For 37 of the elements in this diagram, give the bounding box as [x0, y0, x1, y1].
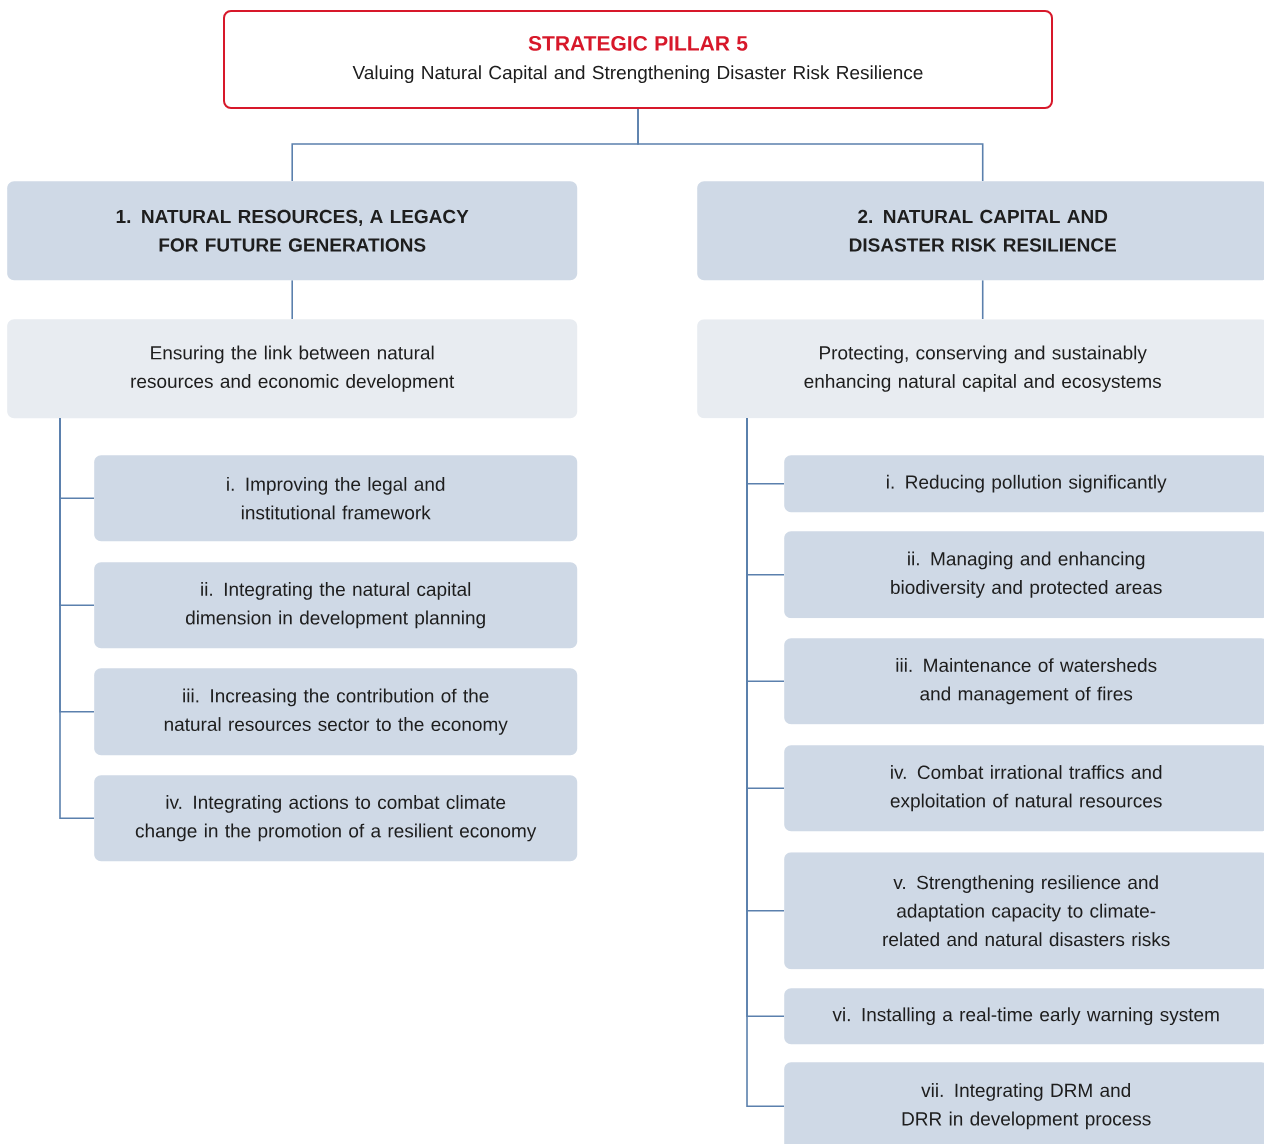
action-box — [94, 455, 578, 542]
action-box — [784, 531, 1264, 619]
connector-line — [637, 108, 984, 182]
heading-box — [7, 181, 578, 281]
node-label: ii. Managing and enhancing biodiversity and protected areas — [891, 551, 1162, 598]
node-label: v. Strengthening resilience and adaptation capacity to climate-related and natural disasters risks — [883, 875, 1170, 947]
node-label: Protecting, conserving and sustainably enhancing natural capital and ecosystems — [804, 345, 1161, 392]
action-box — [784, 455, 1264, 513]
action-box — [784, 745, 1264, 832]
heading-box — [697, 181, 1264, 281]
action-box — [784, 638, 1264, 725]
action-box — [94, 775, 578, 862]
action-box — [784, 988, 1264, 1045]
connector-line — [981, 279, 984, 320]
objective-box — [697, 319, 1264, 419]
action-box — [784, 1062, 1264, 1144]
node-label: i. Improving the legal and institutional framework — [227, 476, 445, 520]
node-label: Ensuring the link between natural resources and economic development — [131, 345, 455, 392]
action-box — [784, 852, 1264, 970]
node-label: vii. Integrating DRM and DRR in development process — [902, 1083, 1151, 1130]
action-box — [94, 668, 578, 756]
connector-line — [59, 417, 95, 819]
node-label: iv. Integrating actions to combat climate change in the promotion of a resilient economy — [135, 795, 537, 842]
title-box — [223, 10, 1053, 109]
action-box — [94, 562, 578, 649]
node-label: iii. Maintenance of watersheds and management of fires — [896, 658, 1157, 705]
node-label: Valuing Natural Capital and Strengthening Disaster Risk Resilience — [352, 65, 923, 84]
node-label: iv. Combat irrational traffics and exploitation of natural resources — [890, 765, 1162, 812]
node-label: 1. NATURAL RESOURCES, A LEGACY FOR FUTURE GENERATIONS — [116, 209, 469, 252]
node-label: STRATEGIC PILLAR 5 — [528, 35, 748, 51]
objective-box — [7, 319, 578, 419]
node-label: iii. Increasing the contribution of the natural resources sector to the economy — [164, 688, 508, 735]
connector-line — [291, 279, 293, 320]
node-label: 2. NATURAL CAPITAL AND DISASTER RISK RESILIENCE — [849, 209, 1117, 252]
node-label: ii. Integrating the natural capital dimension in development planning — [185, 582, 485, 629]
node-label: i. Reducing pollution significantly — [887, 474, 1167, 493]
node-label: vi. Installing a real-time early warning system — [832, 1007, 1219, 1026]
